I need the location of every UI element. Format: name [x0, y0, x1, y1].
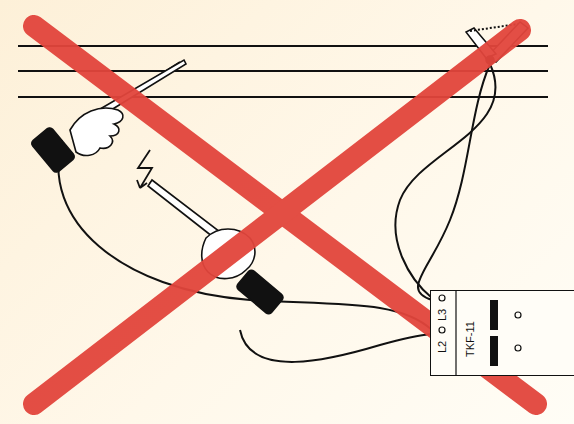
tester-device: L3L2 TKF-11: [430, 290, 574, 376]
phase-label: L3: [437, 309, 448, 321]
lightning-symbol: [137, 150, 152, 188]
device-model: TKF-11: [465, 321, 476, 357]
device-details: [430, 290, 574, 376]
phase-label: L2: [437, 341, 448, 353]
